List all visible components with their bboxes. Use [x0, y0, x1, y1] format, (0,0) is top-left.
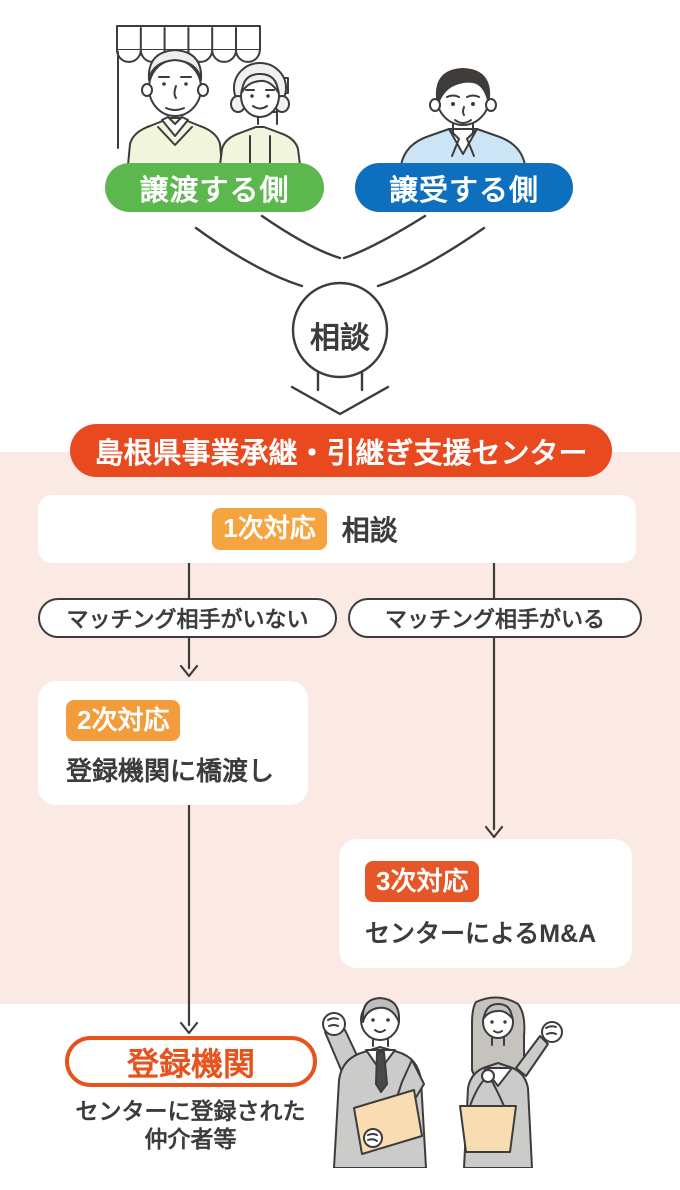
registry-caption: センターに登録された 仲介者等 [38, 1097, 343, 1153]
young-successor-illustration [400, 68, 526, 165]
registry-caption-line1: センターに登録された [75, 1098, 306, 1124]
center-banner: 島根県事業承継・引継ぎ支援センター [70, 424, 612, 477]
branch-pill-match: マッチング相手がいる [348, 598, 642, 638]
primary-response-card: 1次対応 相談 [38, 495, 636, 563]
transferor-badge: 譲渡する側 [105, 163, 324, 212]
tertiary-response-badge: 3次対応 [365, 861, 480, 903]
consultation-circle-label: 相談 [310, 322, 370, 355]
primary-response-badge: 1次対応 [212, 508, 327, 550]
business-man-figure [322, 997, 427, 1168]
elderly-woman-figure [219, 62, 301, 165]
merge-funnel-lines [194, 214, 486, 416]
transferee-badge: 譲受する側 [355, 163, 573, 212]
business-woman-figure [459, 996, 563, 1168]
secondary-response-card: 2次対応 登録機関に橋渡し [38, 681, 308, 805]
tertiary-response-card: 3次対応 センターによるM&A [339, 839, 632, 968]
secondary-response-badge: 2次対応 [66, 700, 181, 742]
consultation-circle [291, 281, 389, 379]
down-arrow-icon [290, 370, 390, 416]
funnel-inner-right-line [342, 214, 427, 260]
tertiary-response-label: センターによるM&A [365, 920, 597, 949]
business-intermediaries-illustration [322, 996, 563, 1168]
primary-response-label: 相談 [341, 515, 398, 546]
registry-pill: 登録機関 [65, 1036, 317, 1087]
funnel-inner-left-line [260, 214, 342, 260]
elderly-man-figure [127, 49, 223, 165]
elderly-shop-owners-illustration [116, 25, 301, 165]
funnel-outer-right-line [376, 226, 486, 288]
registry-caption-line2: 仲介者等 [144, 1126, 237, 1152]
branch-pill-no-match: マッチング相手がいない [38, 598, 337, 638]
registry-title: 登録機関 [126, 1045, 255, 1082]
secondary-response-label: 登録機関に橋渡し [66, 756, 275, 787]
funnel-outer-left-line [194, 226, 304, 288]
young-man-figure [400, 68, 526, 165]
